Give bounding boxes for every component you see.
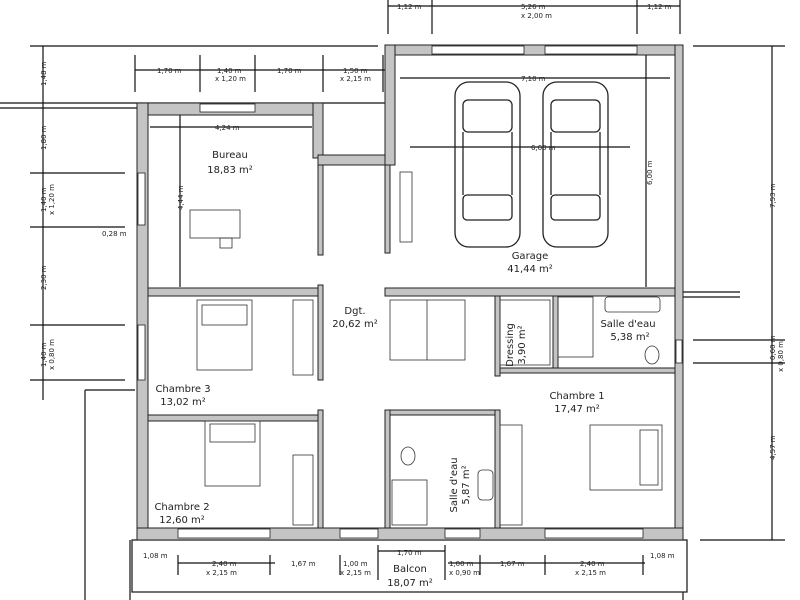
- room-area-salle-eau-1: 5,38 m²: [610, 332, 649, 343]
- window-balcon-door: [444, 528, 481, 539]
- furniture: [189, 171, 663, 526]
- sink-icon: [604, 296, 661, 313]
- dim-label: 1,40 m: [40, 342, 48, 367]
- dim-label: 1,48 m: [40, 61, 48, 86]
- dim-label: 1,80 m: [40, 125, 48, 150]
- window-salle-eau: [675, 339, 683, 364]
- wardrobe-icon: [292, 299, 314, 376]
- room-name-salle-eau-1: Salle d'eau: [600, 319, 655, 330]
- stairs-icon: [389, 299, 466, 361]
- dim-label: 1,40 m: [217, 67, 242, 75]
- dim-label: 1,67 m: [500, 560, 525, 568]
- room-name-bureau: Bureau: [212, 150, 248, 161]
- room-name-chambre2: Chambre 2: [154, 502, 209, 513]
- dim-label: 5,26 m: [521, 3, 546, 11]
- window-chambre3: [137, 324, 146, 381]
- desk-icon: [189, 209, 241, 239]
- dim-label: 4,24 m: [215, 124, 240, 132]
- toilet-icon: [400, 446, 416, 466]
- dim-label: x 2,15 m: [575, 569, 606, 577]
- room-name-salle-eau-2: Salle d'eau: [449, 457, 460, 512]
- wardrobe-icon: [292, 454, 314, 526]
- room-area-chambre1: 17,47 m²: [554, 404, 600, 415]
- dim-label: x 2,15 m: [206, 569, 237, 577]
- dim-label: 1,12 m: [397, 3, 422, 11]
- room-area-salle-eau-2: 5,87 m²: [461, 465, 472, 504]
- bed-icon: [589, 424, 663, 491]
- dim-label: 1,12 m: [647, 3, 672, 11]
- dim-label: 0,28 m: [102, 230, 127, 238]
- dim-label: x 0,90 m: [449, 569, 480, 577]
- dim-label: 1,70 m: [277, 67, 302, 75]
- room-area-chambre2: 12,60 m²: [159, 515, 205, 526]
- dim-label: 1,00 m: [343, 560, 368, 568]
- dim-label: 1,70 m: [157, 67, 182, 75]
- dim-label: 2,40 m: [580, 560, 605, 568]
- dim-label: 2,40 m: [212, 560, 237, 568]
- window-chambre2: [177, 528, 271, 539]
- dim-label: x 2,15 m: [340, 569, 371, 577]
- dim-label: x 0,80 m: [48, 339, 56, 370]
- window-bureau-side: [137, 172, 146, 226]
- closet-icon: [399, 171, 413, 243]
- car-icon: [454, 81, 521, 248]
- toilet-icon: [644, 345, 660, 365]
- dimension-labels: 1,12 m 5,26 m x 2,00 m 1,12 m 1,70 m 1,4…: [40, 3, 785, 577]
- room-area-balcon: 18,07 m²: [387, 578, 433, 589]
- room-labels: Bureau 18,83 m² Garage 41,44 m² Dgt. 20,…: [154, 150, 655, 589]
- room-area-dgt: 20,62 m²: [332, 319, 378, 330]
- dim-label: 1,08 m: [143, 552, 168, 560]
- shower-icon: [557, 296, 594, 358]
- room-area-bureau: 18,83 m²: [207, 165, 253, 176]
- dim-label: 6,00 m: [646, 160, 654, 185]
- room-area-chambre3: 13,02 m²: [160, 397, 206, 408]
- window-garage-left: [431, 45, 525, 55]
- window-chambre1: [544, 528, 644, 539]
- dim-label: 1,08 m: [650, 552, 675, 560]
- dim-label: x 1,20 m: [48, 184, 56, 215]
- dim-label: 1,70 m: [397, 549, 422, 557]
- room-area-garage: 41,44 m²: [507, 264, 553, 275]
- windows: [137, 45, 683, 539]
- dim-label: 4,44 m: [177, 185, 185, 210]
- dim-label: 2,30 m: [40, 265, 48, 290]
- dim-label: x 1,20 m: [215, 75, 246, 83]
- window-salle-eau-2: [339, 528, 379, 539]
- dim-label: 1,67 m: [291, 560, 316, 568]
- dim-label: 1,40 m: [40, 187, 48, 212]
- dim-label: 7,10 m: [521, 75, 546, 83]
- car-icon: [542, 81, 609, 248]
- dim-label: x 0,80 m: [777, 341, 785, 372]
- room-name-chambre1: Chambre 1: [549, 391, 604, 402]
- room-name-dgt: Dgt.: [344, 306, 365, 317]
- room-name-chambre3: Chambre 3: [155, 384, 210, 395]
- bed-icon: [196, 299, 253, 371]
- dim-label: x 2,15 m: [340, 75, 371, 83]
- window-bureau: [199, 103, 256, 113]
- room-name-garage: Garage: [512, 251, 549, 262]
- window-garage-right: [544, 45, 638, 55]
- dim-label: 1,00 m: [449, 560, 474, 568]
- dim-label: 7,53 m: [769, 183, 777, 208]
- balcony-dimension-lines: [177, 545, 645, 580]
- wardrobe-icon: [499, 424, 523, 526]
- shower-icon: [391, 479, 428, 526]
- dim-label: 0,60 m: [769, 335, 777, 360]
- walls: [136, 44, 684, 541]
- bed-icon: [204, 420, 261, 487]
- room-area-dressing: 3,90 m²: [517, 325, 528, 364]
- dim-label: x 2,00 m: [521, 12, 552, 20]
- sink-icon: [477, 469, 494, 501]
- chair-icon: [219, 237, 233, 249]
- dim-label: 4,57 m: [769, 435, 777, 460]
- room-name-balcon: Balcon: [393, 564, 427, 575]
- dim-label: 1,50 m: [343, 67, 368, 75]
- dim-label: 6,60 m: [531, 144, 556, 152]
- wardrobe-icon: [499, 299, 551, 366]
- room-name-dressing: Dressing: [505, 323, 516, 367]
